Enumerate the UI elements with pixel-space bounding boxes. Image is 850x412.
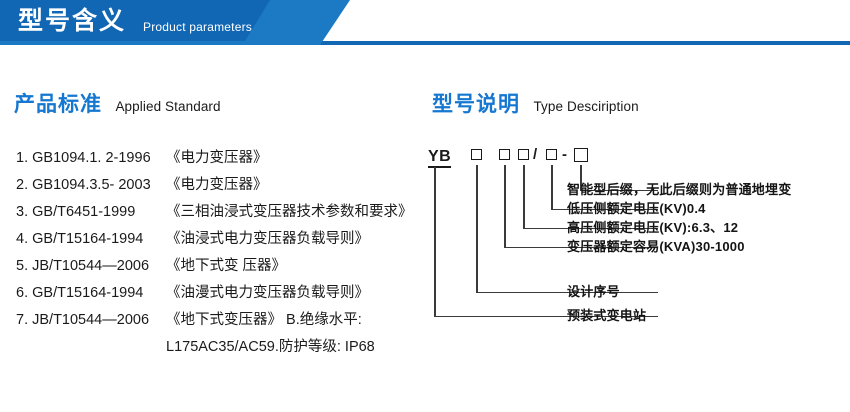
standard-name: 《油漫式电力变压器负载导则》 — [166, 285, 369, 301]
code-separator-dash: - — [562, 146, 567, 163]
header-title-block — [0, 0, 270, 41]
list-item: 2. GB1094.3.5- 2003 《电力变压器》 — [16, 173, 436, 200]
leader-line-hv-vertical — [523, 165, 525, 229]
section-heading-standard: 产品标准 Applied Standard — [14, 88, 221, 118]
section-heading-standard-cn: 产品标准 — [14, 93, 102, 116]
standard-code: 5. JB/T10544—2006 — [16, 258, 150, 274]
code-box-lv — [546, 149, 557, 160]
list-item: 1. GB1094.1. 2-1996 《电力变压器》 — [16, 146, 436, 173]
standard-code: 1. GB1094.1. 2-1996 — [16, 150, 151, 166]
section-heading-type: 型号说明 Type Desciription — [432, 88, 639, 118]
standard-code: 3. GB/T6451-1999 — [16, 204, 136, 220]
leader-line-lv-horizontal — [551, 208, 658, 211]
leader-line-suffix-horizontal — [580, 189, 658, 192]
leader-line-station-vertical — [434, 167, 436, 317]
header-bottom-rule — [0, 41, 850, 45]
standard-code: 2. GB1094.3.5- 2003 — [16, 177, 151, 193]
leader-line-capacity-vertical — [504, 165, 506, 248]
standard-code: 4. GB/T15164-1994 — [16, 231, 144, 247]
page-header-banner: 型号含义 Product parameters — [0, 0, 850, 48]
code-box-suffix — [574, 148, 588, 162]
section-heading-standard-en: Applied Standard — [115, 99, 221, 114]
annotation-lv: 低压侧额定电压(KV)0.4 — [567, 201, 706, 216]
leader-line-design-horizontal — [476, 291, 658, 294]
standard-code: 6. GB/T15164-1994 — [16, 285, 144, 301]
list-item: 4. GB/T15164-1994 《油浸式电力变压器负载导则》 — [16, 227, 436, 254]
standards-list: 1. GB1094.1. 2-1996 《电力变压器》 2. GB1094.3.… — [16, 146, 436, 362]
standard-name: 《地下式变压器》 B.绝缘水平: — [166, 312, 362, 328]
section-heading-type-cn: 型号说明 — [432, 93, 520, 116]
annotation-station: 预装式变电站 — [567, 308, 647, 323]
annotation-capacity: 变压器额定容易(KVA)30-1000 — [567, 239, 745, 254]
leader-line-design-vertical — [476, 165, 478, 293]
code-box-design — [471, 149, 482, 160]
list-item: 5. JB/T10544—2006 《地下式变 压器》 — [16, 254, 436, 281]
standard-name: 《地下式变 压器》 — [166, 258, 287, 274]
code-box-hv — [518, 149, 529, 160]
leader-line-station-horizontal — [434, 315, 658, 318]
standard-code: 7. JB/T10544—2006 — [16, 312, 150, 328]
standard-name-continuation: L175AC35/AC59.防护等级: IP68 — [166, 339, 375, 355]
code-box-capacity — [499, 149, 510, 160]
annotation-hv: 高压侧额定电压(KV):6.3、12 — [567, 220, 739, 235]
standard-name: 《油浸式电力变压器负载导则》 — [166, 231, 369, 247]
code-prefix-yb: YB — [428, 148, 452, 168]
type-code-diagram: YB / - 智能型后缀，无此后缀则为普通地埋变 低压侧额定电压(KV)0.4 … — [415, 140, 850, 340]
annotation-suffix: 智能型后缀，无此后缀则为普通地埋变 — [567, 182, 792, 197]
list-item: 6. GB/T15164-1994 《油漫式电力变压器负载导则》 — [16, 281, 436, 308]
code-separator-slash: / — [533, 146, 538, 163]
header-title-cn: 型号含义 — [18, 7, 127, 35]
leader-line-suffix-vertical — [580, 165, 582, 191]
annotation-design: 设计序号 — [567, 284, 620, 299]
list-item: 3. GB/T6451-1999 《三相油浸式变压器技术参数和要求》 — [16, 200, 436, 227]
header-title-en: Product parameters — [143, 20, 252, 34]
leader-line-hv-horizontal — [523, 227, 658, 230]
section-heading-type-en: Type Desciription — [533, 99, 639, 114]
leader-line-capacity-horizontal — [504, 246, 658, 249]
leader-line-lv-vertical — [551, 165, 553, 210]
standard-name: 《电力变压器》 — [166, 150, 268, 166]
standard-name: 《电力变压器》 — [166, 177, 268, 193]
standard-name: 《三相油浸式变压器技术参数和要求》 — [166, 204, 413, 220]
list-item: 7. JB/T10544—2006 《地下式变压器》 B.绝缘水平: — [16, 308, 436, 335]
